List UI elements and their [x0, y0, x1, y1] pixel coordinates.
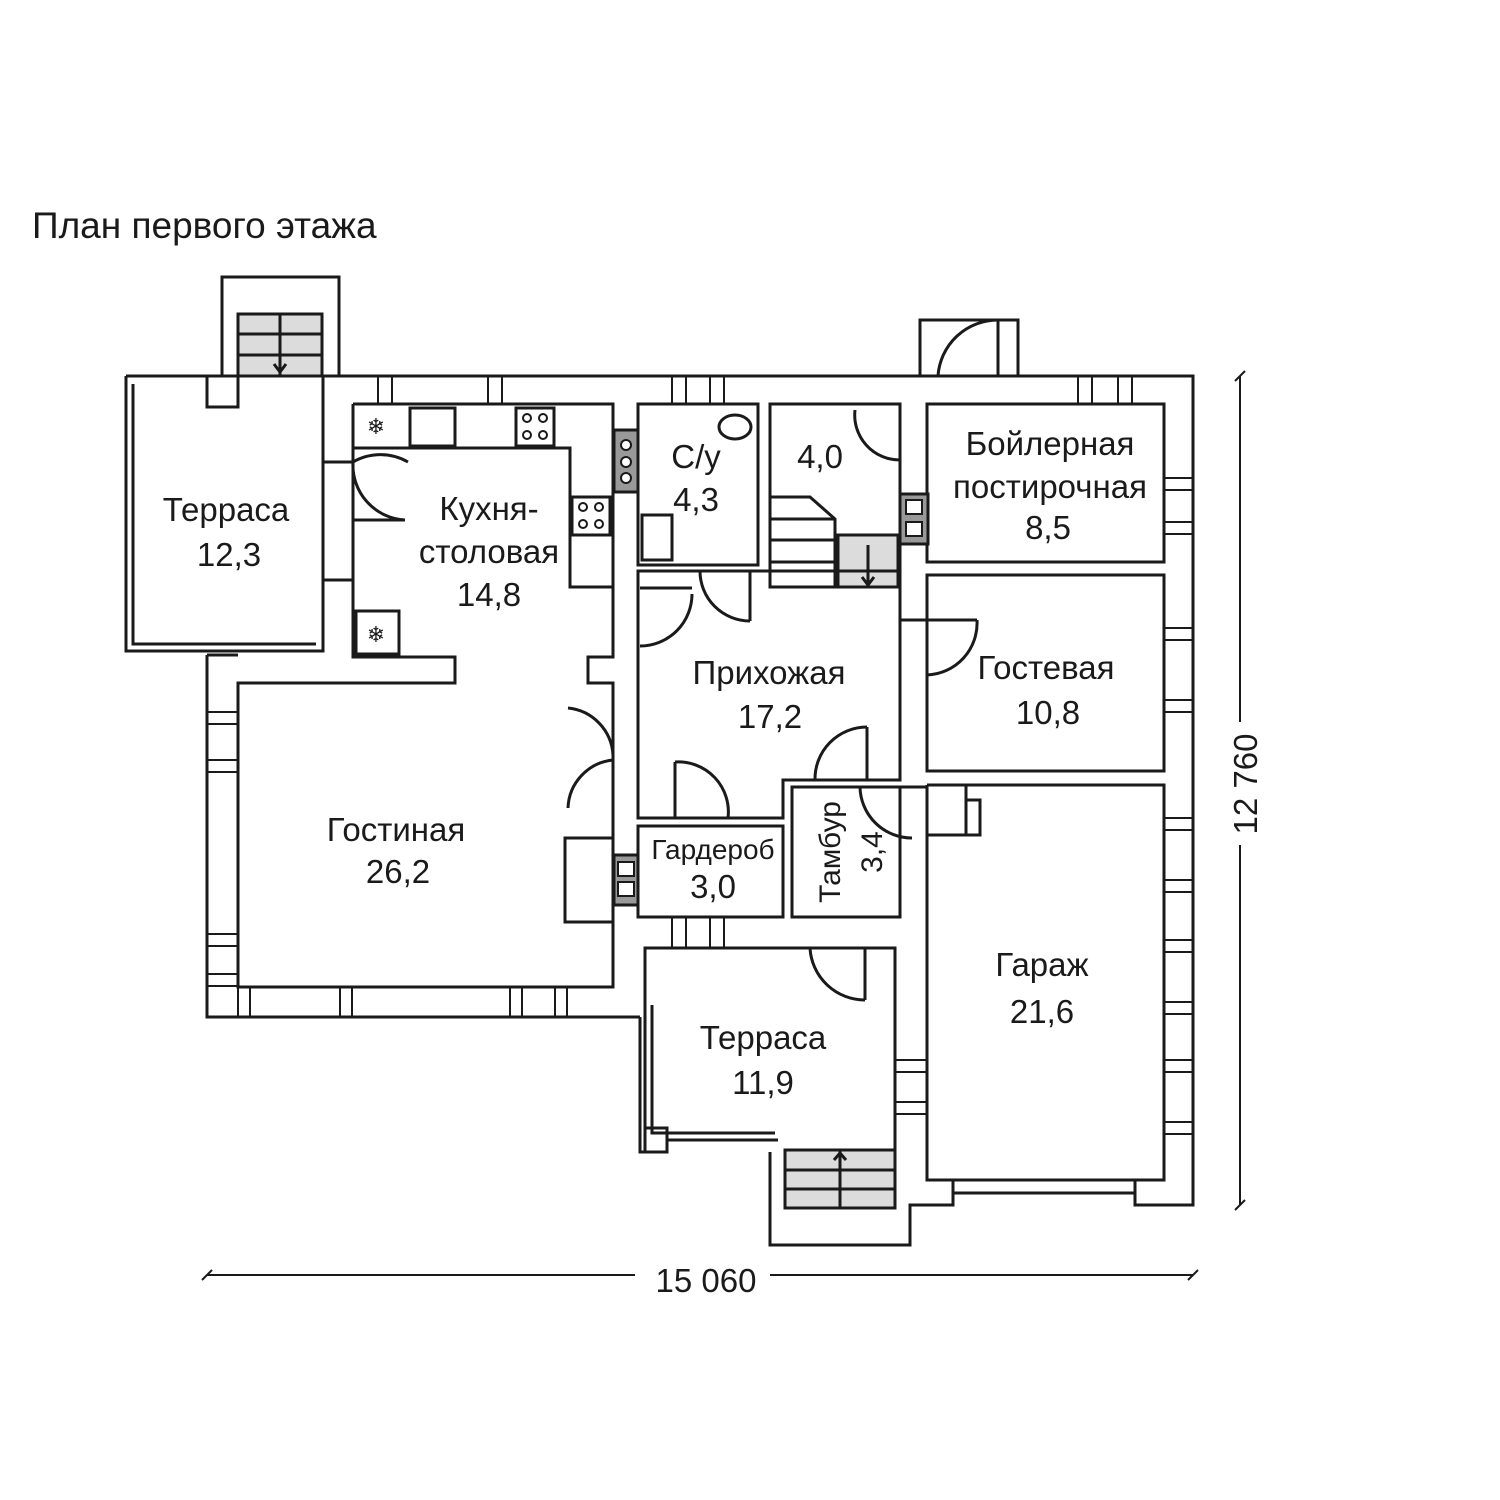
stove-icon [522, 413, 604, 529]
dimension-lines [201, 370, 1246, 1281]
boiler-area: 8,5 [1025, 509, 1071, 546]
boiler-name-line1: Бойлерная [966, 425, 1135, 462]
terrace-west-name: Терраса [163, 491, 290, 528]
kitchen-name-line2: столовая [419, 533, 559, 570]
living-area: 26,2 [366, 853, 430, 890]
wardrobe-area: 3,0 [690, 868, 736, 905]
terrace-south-walls [643, 946, 897, 1210]
boiler-name-line2: постирочная [953, 468, 1147, 505]
vestibule-area: 3,4 [856, 831, 889, 873]
living-name: Гостиная [327, 811, 466, 848]
guest-name: Гостевая [978, 649, 1115, 686]
width-dimension: 15 060 [656, 1262, 757, 1299]
terrace-south-area: 11,9 [732, 1064, 794, 1101]
garage-name: Гараж [995, 946, 1088, 983]
hall-area: 17,2 [738, 698, 802, 735]
guest-area: 10,8 [1016, 694, 1080, 731]
stair-room-walls [768, 402, 902, 589]
hall-name: Прихожая [693, 654, 846, 691]
plan-title: План первого этажа [32, 205, 377, 246]
kitchen-name-line1: Кухня- [439, 490, 538, 527]
wardrobe-name: Гардероб [651, 834, 774, 865]
terrace-west-area: 12,3 [197, 536, 261, 573]
north-stair [220, 275, 341, 378]
svg-text:❄: ❄ [367, 623, 385, 648]
vestibule-name: Тамбур [814, 801, 847, 903]
svg-text:❄: ❄ [367, 415, 385, 440]
bathroom-area: 4,3 [673, 481, 719, 518]
ventilation-dots [617, 439, 923, 897]
vestibule-walls [790, 785, 927, 919]
kitchen-area: 14,8 [457, 576, 521, 613]
windows [207, 376, 1193, 1135]
bathroom-name: С/у [671, 438, 721, 475]
terrace-south-name: Терраса [700, 1019, 827, 1056]
hall-walls [566, 569, 902, 820]
stair-room-area: 4,0 [797, 438, 843, 475]
garage-area: 21,6 [1010, 993, 1074, 1030]
fridge-icon: ❄ ❄ [367, 415, 385, 648]
boiler-room-walls [918, 318, 1166, 564]
kitchen-walls [236, 402, 615, 989]
garage-walls [925, 783, 1166, 1182]
height-dimension: 12 760 [1227, 734, 1264, 835]
guest-room-walls [900, 573, 1166, 773]
